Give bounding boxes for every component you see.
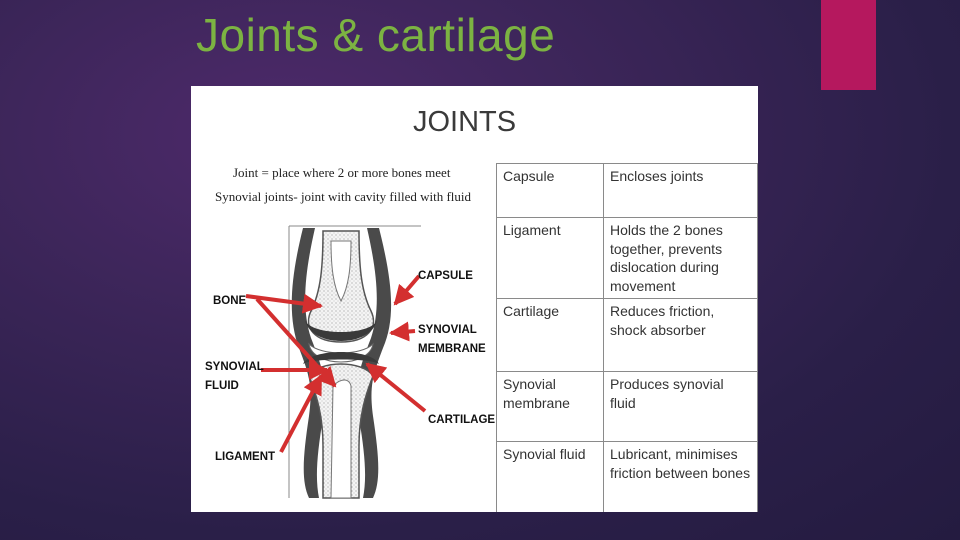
arrow-ligament bbox=[279, 374, 323, 453]
capsule-shape bbox=[291, 228, 326, 498]
table-row: Ligament Holds the 2 bones together, pre… bbox=[496, 217, 758, 299]
table-row: Synovial fluid Lubricant, minimises fric… bbox=[496, 441, 758, 512]
label-synovial-fluid: SYNOVIAL bbox=[205, 361, 264, 373]
table-term: Synovial fluid bbox=[496, 441, 604, 512]
label-synovial-membrane: SYNOVIAL bbox=[418, 324, 477, 336]
arrow-synovial-membrane bbox=[389, 321, 416, 342]
arrow-capsule bbox=[393, 274, 421, 306]
definition-joint: Joint = place where 2 or more bones meet bbox=[233, 165, 451, 180]
table-row: Synovial membrane Produces synovial flui… bbox=[496, 371, 758, 442]
table-row: Cartilage Reduces friction, shock absorb… bbox=[496, 298, 758, 372]
table-row: Capsule Encloses joints bbox=[496, 163, 758, 218]
marrow-shape bbox=[330, 379, 352, 499]
upper-cartilage-shape bbox=[305, 320, 377, 341]
label-cartilage: CARTILAGE bbox=[428, 414, 495, 426]
arrow-bone-upper bbox=[245, 293, 323, 314]
lower-cartilage-shape bbox=[303, 352, 379, 364]
label-bone: BONE bbox=[213, 295, 247, 307]
table-description: Holds the 2 bones together, prevents dis… bbox=[603, 217, 758, 299]
arrow-cartilage bbox=[365, 362, 427, 413]
table-term: Ligament bbox=[496, 217, 604, 299]
table-description: Reduces friction, shock absorber bbox=[603, 298, 758, 372]
table-description: Encloses joints bbox=[603, 163, 758, 218]
label-synovial-membrane: MEMBRANE bbox=[418, 343, 486, 355]
joints-figure-panel: JOINTS Joint = place where 2 or more bon… bbox=[191, 86, 758, 512]
capsule-shape bbox=[356, 228, 392, 498]
panel-heading: JOINTS bbox=[413, 106, 517, 138]
table-term: Capsule bbox=[496, 163, 604, 218]
joint-diagram: CAPSULE BONE SYNOVIAL MEMBRANE SYNOVIAL … bbox=[205, 225, 495, 499]
joints-table: Capsule Encloses joints Ligament Holds t… bbox=[496, 163, 758, 512]
label-capsule: CAPSULE bbox=[418, 270, 473, 282]
marrow-shape bbox=[330, 240, 352, 303]
accent-bar bbox=[821, 0, 876, 90]
label-synovial-fluid: FLUID bbox=[205, 380, 239, 392]
definition-synovial-joint: Synovial joints- joint with cavity fille… bbox=[215, 189, 472, 204]
table-description: Produces synovial fluid bbox=[603, 371, 758, 442]
table-description: Lubricant, minimises friction between bo… bbox=[603, 441, 758, 512]
table-term: Synovial membrane bbox=[496, 371, 604, 442]
slide-title: Joints & cartilage bbox=[196, 9, 556, 61]
label-ligament: LIGAMENT bbox=[215, 451, 275, 463]
table-term: Cartilage bbox=[496, 298, 604, 372]
